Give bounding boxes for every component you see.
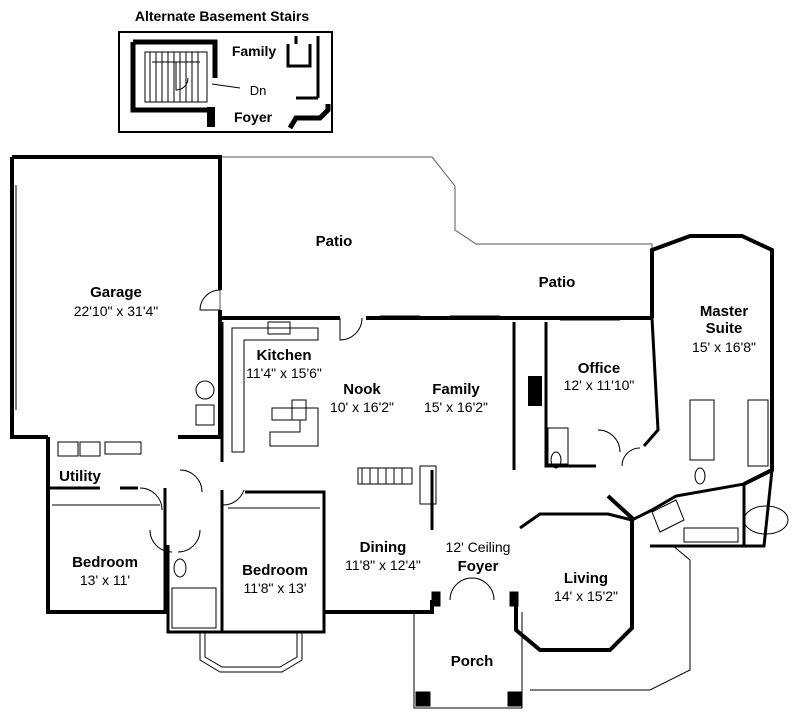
kitchen-size: 11'4" x 15'6" [246, 365, 322, 381]
bedroom1-name: Bedroom [72, 554, 138, 571]
hall-door-1 [139, 487, 163, 511]
office-door [597, 429, 621, 453]
master-closet [689, 399, 715, 461]
office-size: 12' x 11'10" [564, 377, 635, 393]
inset-title: Alternate Basement Stairs [135, 8, 310, 24]
bedroom1-size: 13' x 11' [80, 572, 130, 588]
utility-name: Utility [59, 468, 101, 485]
hall-door-3 [177, 529, 201, 553]
living-walls [514, 494, 634, 652]
inset-wall-post [207, 107, 215, 127]
fireplace [528, 376, 542, 406]
patio-upper-label: Patio [316, 233, 353, 250]
living-top [519, 512, 633, 530]
stair-newel [419, 465, 437, 505]
patio-lower-label: Patio [539, 274, 576, 291]
washer [57, 441, 79, 457]
powder-room [547, 427, 569, 465]
masterbath-walls [631, 482, 746, 545]
front-doors [449, 577, 495, 601]
inset-dn-label: Dn [250, 83, 267, 98]
inset-leader [211, 83, 241, 89]
office-walls [544, 322, 596, 468]
dryer [79, 441, 101, 457]
garage-entry-door [199, 289, 221, 311]
fixtures [15, 185, 789, 709]
inset-diagram: Alternate Basement Stairs Family Dn Foye… [118, 8, 333, 133]
office-right-wall [642, 317, 660, 447]
walls [10, 155, 774, 652]
kitchen-sink [267, 321, 291, 335]
garage-wall-top [12, 155, 222, 290]
powder-toilet [550, 451, 562, 469]
master-size: 15' x 16'8" [692, 339, 756, 355]
inset-family-label: Family [232, 43, 277, 59]
kitchen-counter [231, 327, 319, 453]
master-walls [650, 234, 774, 486]
water-heater [195, 380, 215, 400]
inset-foyer-wall [287, 104, 331, 130]
garage-wall-left [10, 157, 48, 439]
kitchen-island [269, 407, 319, 447]
family-name: Family [432, 381, 480, 398]
master-door [621, 447, 641, 467]
room-labels: Patio Patio Garage 22'10" x 31'4" Master… [59, 233, 756, 670]
wrap-porch [530, 544, 691, 691]
inset-stair-treads [144, 51, 208, 103]
hall-door-5 [179, 469, 203, 493]
stair-rail [357, 467, 413, 485]
utility-sink [104, 441, 142, 455]
nook-size: 10' x 16'2" [330, 399, 394, 415]
nook-name: Nook [343, 381, 381, 398]
master-name-line1: Master [700, 303, 749, 320]
hall-door-2 [149, 529, 173, 553]
garage-size: 22'10" x 31'4" [74, 303, 159, 319]
porch-post-left [415, 691, 431, 707]
porch-name: Porch [451, 653, 494, 670]
hall-door-4 [221, 489, 245, 506]
inset-stair-walls [130, 39, 218, 113]
bedroom2-bay-inner [204, 632, 298, 668]
nook-door [339, 317, 363, 341]
bath-walls [166, 490, 224, 634]
ceiling-note: 12' Ceiling [446, 539, 511, 555]
bedroom2-walls [222, 490, 326, 634]
family-size: 15' x 16'2" [424, 399, 488, 415]
inset-stair-arrow [175, 62, 189, 91]
dining-front [324, 600, 434, 614]
living-name: Living [564, 570, 608, 587]
master-toilet [694, 467, 706, 485]
patio-outline [219, 156, 653, 318]
bedroom1-outer [46, 437, 168, 614]
dining-name: Dining [360, 539, 407, 556]
bath1-tub [171, 587, 217, 629]
master-shower [747, 399, 769, 467]
foyer-post-right [509, 591, 519, 607]
master-tub [743, 505, 789, 535]
inset-frame [118, 31, 333, 133]
bedroom2-bay [199, 632, 303, 673]
porch-post-right [507, 691, 523, 707]
foyer-name: Foyer [458, 558, 499, 575]
garage-equipment [195, 404, 215, 426]
master-name-line2: Suite [706, 320, 743, 337]
bedroom2-size: 11'8" x 13' [244, 580, 307, 596]
garage-wall-right [178, 310, 222, 439]
dining-size: 11'8" x 12'4" [345, 557, 421, 573]
office-name: Office [578, 360, 621, 377]
inset-foyer-label: Foyer [234, 109, 273, 125]
bath1-toilet [173, 558, 187, 578]
foyer-post-left [431, 591, 441, 607]
bedroom2-name: Bedroom [242, 562, 308, 579]
masterbath-front [650, 469, 774, 548]
garage-name: Garage [90, 284, 142, 301]
master-vanity [683, 527, 739, 543]
inset-family-wall [286, 36, 320, 100]
living-size: 14' x 15'2" [554, 588, 618, 604]
kitchen-name: Kitchen [256, 347, 311, 364]
porch-outline [413, 612, 523, 709]
cooktop [291, 399, 307, 421]
master-shower-angled [651, 499, 685, 533]
